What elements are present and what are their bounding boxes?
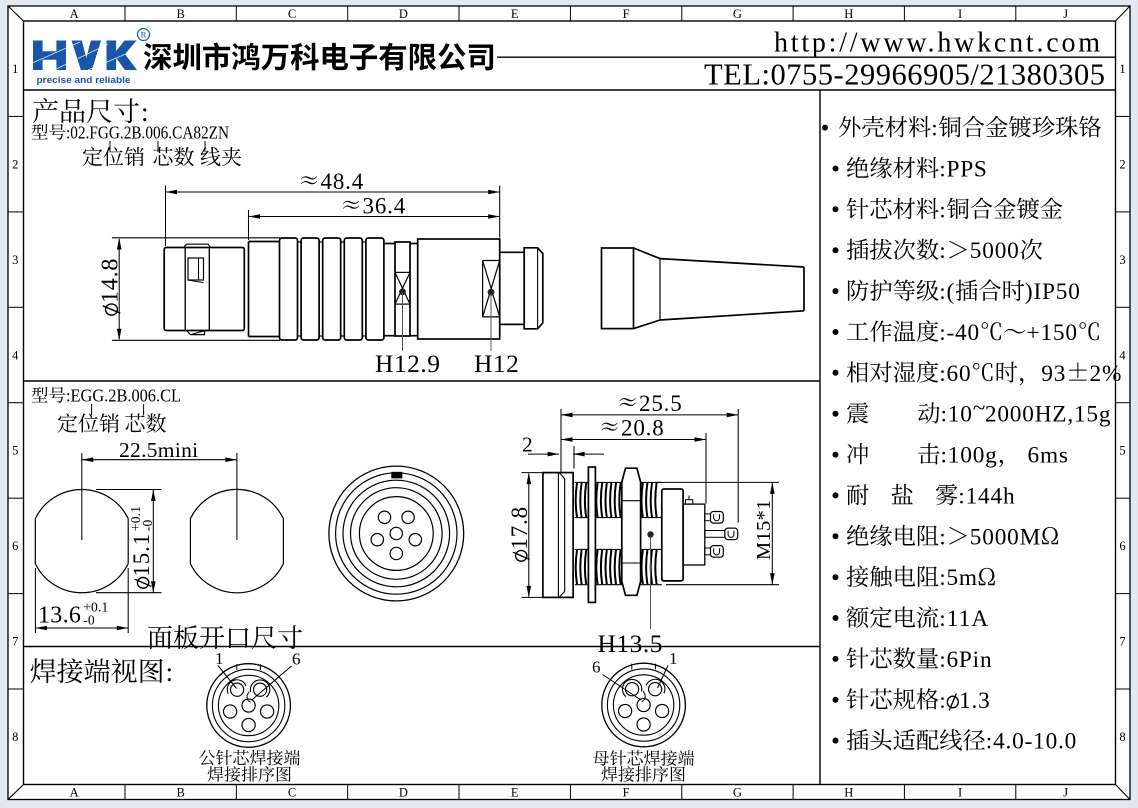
- svg-text::-40: :-40: [939, 320, 980, 346]
- svg-text:93: 93: [1041, 361, 1066, 387]
- svg-text:6ms: 6ms: [1021, 443, 1069, 469]
- svg-text::60: :60: [939, 361, 971, 387]
- svg-text::11A: :11A: [939, 606, 989, 632]
- svg-text:G: G: [733, 786, 742, 800]
- svg-text:J: J: [1063, 7, 1068, 21]
- svg-text:25.5: 25.5: [639, 391, 683, 416]
- svg-text:1: 1: [12, 62, 18, 76]
- svg-text:4: 4: [1119, 348, 1126, 362]
- svg-text:1: 1: [1119, 62, 1125, 76]
- svg-text:J: J: [1063, 786, 1068, 800]
- svg-text:F: F: [623, 786, 630, 800]
- svg-text::100g: :100g: [941, 443, 998, 469]
- svg-text::: :: [939, 238, 946, 264]
- svg-text::EGG.2B.006.CL: :EGG.2B.006.CL: [66, 386, 181, 406]
- svg-text::10: :10: [941, 402, 973, 428]
- svg-text:6: 6: [292, 650, 301, 669]
- svg-text::4.0-10.0: :4.0-10.0: [986, 729, 1077, 755]
- svg-text::: :: [166, 657, 174, 687]
- svg-text:http://www.hwkcnt.com: http://www.hwkcnt.com: [774, 28, 1100, 59]
- svg-text:+0.1: +0.1: [83, 600, 108, 615]
- svg-text:5: 5: [1119, 444, 1125, 458]
- svg-text:E: E: [511, 786, 519, 800]
- svg-text:A: A: [70, 7, 79, 21]
- svg-text:6: 6: [1119, 539, 1125, 553]
- svg-text:36.4: 36.4: [363, 194, 407, 219]
- svg-text:precise and reliable: precise and reliable: [37, 75, 131, 85]
- svg-text:M15*1: M15*1: [753, 499, 775, 560]
- svg-text:15.1: 15.1: [129, 533, 154, 577]
- svg-text:3: 3: [1119, 253, 1125, 267]
- svg-text:B: B: [177, 7, 185, 21]
- svg-text:3: 3: [12, 253, 18, 267]
- svg-text::: :: [141, 97, 149, 127]
- svg-text:20.8: 20.8: [621, 415, 665, 440]
- svg-text::(: :(: [939, 279, 955, 305]
- svg-text:2%: 2%: [1090, 361, 1123, 387]
- svg-text:5000M: 5000M: [970, 524, 1041, 550]
- svg-text:+0.1: +0.1: [128, 506, 143, 531]
- svg-text:48.4: 48.4: [321, 169, 365, 194]
- svg-text:TEL:0755-29966905/21380305: TEL:0755-29966905/21380305: [704, 58, 1105, 92]
- svg-text::: :: [939, 524, 946, 550]
- svg-text:+150: +150: [1027, 320, 1078, 346]
- svg-text:H: H: [844, 7, 853, 21]
- svg-text:-0: -0: [140, 519, 155, 531]
- svg-text:5: 5: [12, 444, 18, 458]
- svg-text::PPS: :PPS: [939, 157, 988, 183]
- svg-text:D: D: [399, 7, 408, 21]
- svg-text:14.8: 14.8: [98, 258, 124, 303]
- svg-text::: :: [939, 197, 946, 223]
- svg-text:B: B: [177, 786, 185, 800]
- svg-text:7: 7: [1119, 635, 1125, 649]
- svg-text::5m: :5m: [939, 565, 978, 591]
- svg-text:8: 8: [1119, 730, 1125, 744]
- svg-text:R: R: [141, 30, 147, 40]
- svg-text:1: 1: [215, 649, 224, 668]
- svg-text:17.8: 17.8: [507, 506, 532, 549]
- svg-text::6Pin: :6Pin: [939, 647, 992, 673]
- svg-text::02.FGG.2B.006.CA82ZN: :02.FGG.2B.006.CA82ZN: [66, 123, 229, 143]
- svg-text:E: E: [511, 7, 519, 21]
- svg-text:-0: -0: [83, 613, 95, 628]
- svg-text:C: C: [288, 786, 296, 800]
- svg-text:5000: 5000: [970, 238, 1020, 264]
- svg-text:6: 6: [12, 539, 18, 553]
- svg-text:H: H: [844, 786, 853, 800]
- svg-text:~: ~: [973, 395, 986, 421]
- svg-text:G: G: [733, 7, 742, 21]
- svg-text:4: 4: [12, 348, 19, 362]
- svg-text:1: 1: [669, 649, 678, 668]
- svg-text:1.3: 1.3: [959, 688, 991, 714]
- svg-text:6: 6: [592, 658, 601, 677]
- svg-text:8: 8: [12, 730, 18, 744]
- svg-text:H13.5: H13.5: [598, 629, 664, 658]
- svg-text:2: 2: [1119, 157, 1125, 171]
- svg-text::144h: :144h: [958, 483, 1015, 509]
- svg-text:F: F: [623, 7, 630, 21]
- svg-text:22.5mini: 22.5mini: [119, 438, 198, 462]
- svg-text:2000HZ,15g: 2000HZ,15g: [985, 402, 1111, 428]
- svg-text:C: C: [288, 7, 296, 21]
- svg-text:H12.9: H12.9: [375, 349, 441, 378]
- svg-text:D: D: [399, 786, 408, 800]
- svg-text::: :: [939, 688, 946, 714]
- svg-text:7: 7: [12, 635, 18, 649]
- svg-text:H12: H12: [474, 349, 519, 378]
- svg-text:)IP50: )IP50: [1025, 279, 1081, 305]
- svg-text::: :: [931, 116, 938, 142]
- svg-text:I: I: [958, 7, 962, 21]
- svg-text:A: A: [70, 786, 79, 800]
- svg-text:2: 2: [522, 433, 534, 457]
- svg-text:2: 2: [12, 157, 18, 171]
- svg-text:I: I: [958, 786, 962, 800]
- svg-text:13.6: 13.6: [38, 603, 81, 629]
